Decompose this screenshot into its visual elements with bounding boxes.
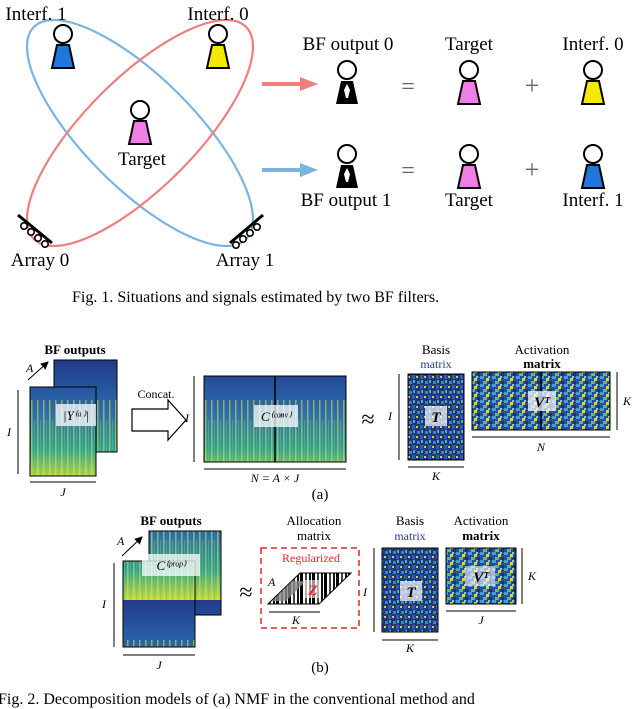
j-axis-label-b: J [156,658,162,672]
equals-sign-0: = [401,74,415,100]
interf-label-row1: Interf. 1 [562,190,623,211]
spectrogram-front-a [29,386,97,477]
interf1-person-icon [50,24,76,69]
bf-output1-person-icon [336,144,358,188]
i-axis-label-basis-b: I [362,585,368,599]
allocation-label: Allocation [287,513,342,528]
vt-symbol-a: Vᵀ [534,395,551,411]
k-axis-label-alloc: K [291,613,301,627]
activation-sub-label-a: matrix [523,356,561,371]
target-person-icon-row1 [456,144,482,189]
k-axis-label-activation: K [622,394,632,408]
interf-label-row0: Interf. 0 [562,34,623,55]
array1-icon [229,213,264,250]
t-symbol-b: T [406,585,416,601]
y-symbol: |Y⁽ᵃ⁾| [63,408,89,423]
vt-symbol-b: Vᵀ [473,570,490,586]
i-axis-label-basis: I [387,409,393,423]
a-axis-label-b: A [116,534,125,548]
bf-output1-label: BF output 1 [301,190,392,211]
concat-label: Concat. [138,387,175,401]
target-label-row1: Target [445,190,494,211]
n-axis-label: N [536,440,546,454]
target-label: Target [118,149,167,170]
interf0-person-icon-row0 [580,60,606,105]
red-arrow [262,77,318,91]
j-axis-label-activation-b: J [478,613,484,627]
plus-sign-1: + [525,155,540,184]
activation-label-b: Activation [454,513,509,528]
i-axis-label-concat: I [184,411,190,425]
blue-arrow [262,163,318,177]
figure-2a: BF outputs |Y⁽ᵃ⁾| A I J Concat. I C⁽ᶜᵒⁿᵛ… [6,342,632,503]
allocation-sub-label: matrix [297,528,331,543]
basis-sub-label-b: matrix [394,529,425,543]
concat-arrow [131,398,187,442]
i-axis-label: I [6,425,12,439]
k-axis-label-activation-b: K [527,569,537,583]
activation-label-a: Activation [515,342,570,357]
figure-1: Interf. 1 Interf. 0 Target Array 0 Array… [5,4,623,271]
regularized-label: Regularized [282,551,340,565]
panel-label-a: (a) [312,487,329,503]
equals-sign-1: = [401,158,415,184]
a-axis-label: A [25,361,34,375]
n-equation: N = A × J [250,471,300,485]
approx-sign-a: ≈ [361,407,374,433]
panel-label-b: (b) [311,660,329,676]
plus-sign-0: + [525,71,540,100]
i-axis-label-b: I [101,597,107,611]
array0-icon [17,213,53,249]
figure2-caption: Fig. 2. Decomposition models of (a) NMF … [0,691,475,708]
z-symbol: Z [307,583,317,599]
interf1-person-icon-row1 [580,144,606,189]
approx-sign-b: ≈ [239,580,252,606]
regularized-box [260,547,360,629]
red-ellipse [25,18,255,248]
figure1-caption: Fig. 1. Situations and signals estimated… [72,289,440,306]
interf0-person-icon [205,24,231,69]
activation-sub-label-b: matrix [462,528,500,543]
basis-sub-label-a: matrix [420,357,451,371]
array0-label: Array 0 [11,250,70,271]
a-axis-label-alloc: A [267,575,276,589]
bf-output0-person-icon [336,60,358,104]
target-person-icon-row0 [456,60,482,105]
t-symbol-a: T [431,410,441,426]
bf-outputs-label-a: BF outputs [44,342,105,357]
k-axis-label-basis-b: K [405,641,415,655]
figure-2b: BF outputs C⁽ᵖʳᵒᵖ⁾ A I J ≈ Allocation ma… [101,513,537,676]
interf0-label: Interf. 0 [187,4,248,25]
target-person-icon [127,100,153,145]
k-axis-label-basis: K [431,469,441,483]
array1-label: Array 1 [216,250,275,271]
c-conv-symbol: C⁽ᶜᵒⁿᵛ⁾ [261,409,293,424]
bf-output0-label: BF output 0 [303,34,394,55]
basis-label-a: Basis [422,342,450,357]
target-label-row0: Target [445,34,494,55]
bf-outputs-label-b: BF outputs [140,513,201,528]
j-axis-label: J [60,485,66,499]
c-prop-symbol: C⁽ᵖʳᵒᵖ⁾ [156,558,187,573]
interf1-label: Interf. 1 [5,4,66,25]
basis-label-b: Basis [396,513,424,528]
